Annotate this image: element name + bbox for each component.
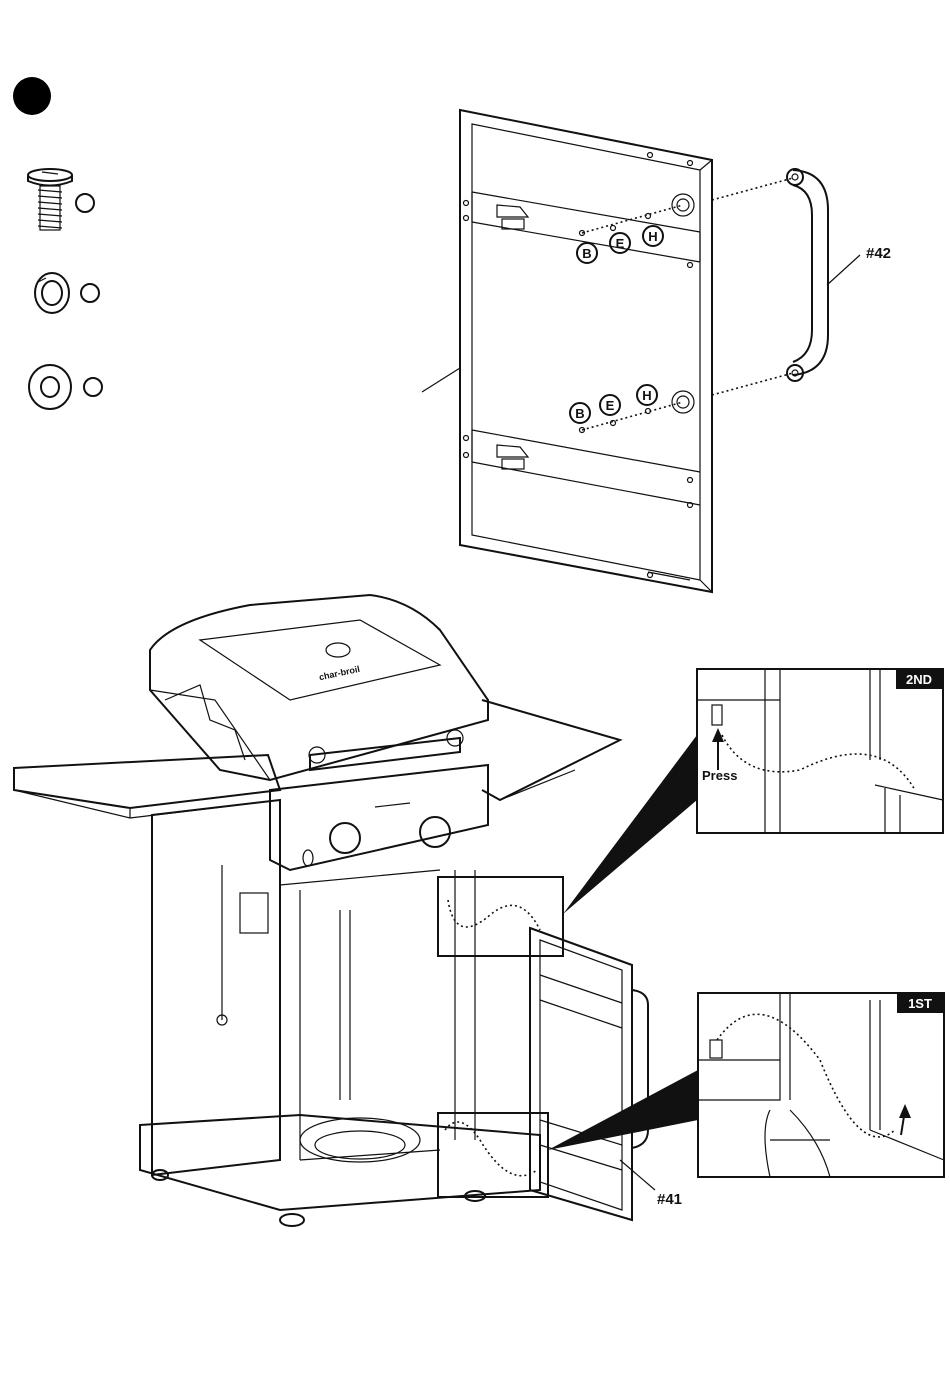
detail-view-first: 1ST: [698, 993, 944, 1177]
flat-washer-qty-circle: [84, 378, 102, 396]
hardware-lock-washer: [35, 273, 99, 313]
bolt-qty-circle: [76, 194, 94, 212]
detail-view-second: 2ND Press: [697, 669, 943, 833]
handle-part-number: #42: [866, 245, 891, 262]
door-panel-exploded: [422, 110, 793, 592]
detail-first-tag: 1ST: [908, 996, 932, 1011]
grill-assembly: char-broil: [14, 595, 655, 1226]
step-number-badge: [13, 77, 51, 115]
hardware-flat-washer: [29, 365, 102, 409]
door-part-number: #41: [657, 1191, 682, 1208]
door-handle: [787, 169, 860, 381]
fastener-e-top: E: [616, 236, 625, 251]
fastener-callouts-top: B E H: [577, 226, 663, 263]
fastener-e-bottom: E: [606, 398, 615, 413]
detail-highlight-top: [438, 877, 563, 956]
brand-mark: char-broil: [318, 664, 361, 682]
detail-connector-bottom: [548, 1070, 698, 1150]
lock-washer-qty-circle: [81, 284, 99, 302]
detail-second-action: Press: [702, 768, 737, 783]
detail-second-tag: 2ND: [906, 672, 932, 687]
hardware-bolt: [28, 169, 94, 230]
fastener-h-bottom: H: [642, 388, 651, 403]
detail-connector-top: [563, 735, 697, 914]
fastener-b-top: B: [582, 246, 591, 261]
fastener-h-top: H: [648, 229, 657, 244]
fastener-b-bottom: B: [575, 406, 584, 421]
fastener-callouts-bottom: B E H: [570, 385, 657, 423]
